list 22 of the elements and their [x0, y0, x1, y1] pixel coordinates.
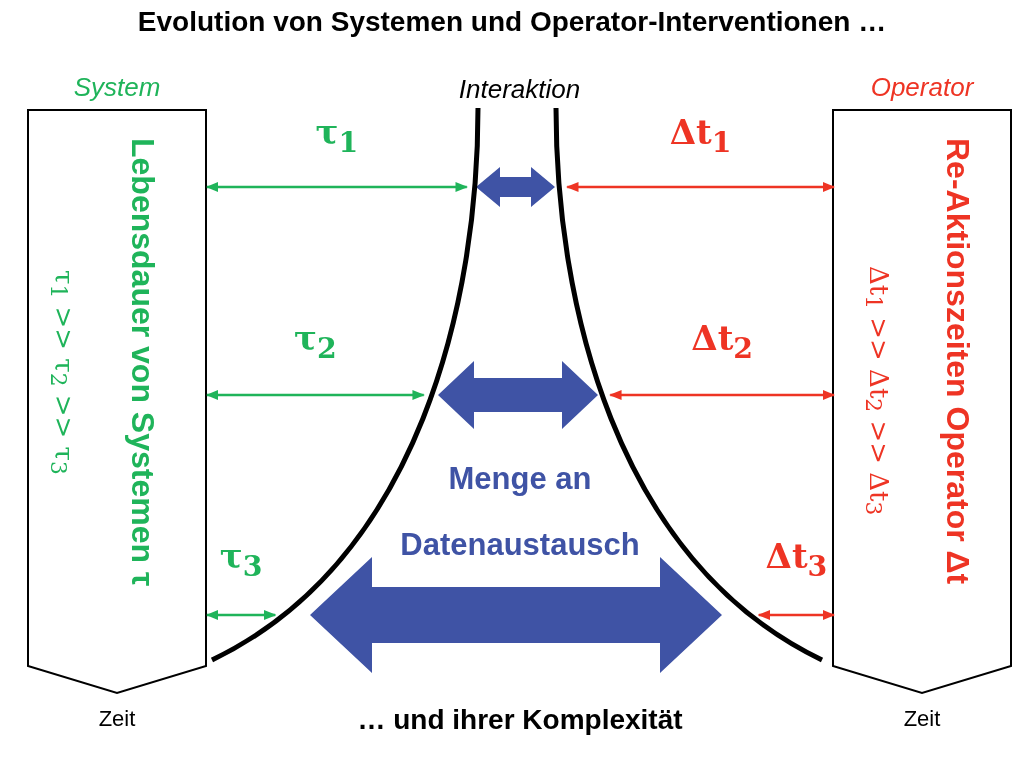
- edge-label: τ$_{1}$: [314, 111, 360, 161]
- heading: Operator: [869, 72, 976, 103]
- annotation-text: Menge an Datenaustausch: [399, 460, 641, 564]
- edge-label: Δt$_{3}$: [764, 535, 829, 585]
- double-arrow: [609, 390, 836, 400]
- double-arrow: [205, 182, 468, 192]
- double-arrow: [205, 610, 277, 620]
- double-arrow: [757, 610, 836, 620]
- heading: System: [72, 72, 162, 103]
- double-arrow: [566, 182, 836, 192]
- heading: Interaktion: [457, 74, 582, 105]
- vertical-title: Lebensdauer von Systemen τ: [124, 138, 161, 587]
- vertical-title: Re-Aktionszeiten Operator Δt: [939, 138, 976, 585]
- caption: … und ihrer Komplexität: [356, 704, 684, 736]
- title: Evolution von Systemen und Operator-Interventionen …: [136, 6, 888, 38]
- time-label: Zeit: [902, 706, 942, 732]
- time-label: Zeit: [97, 706, 137, 732]
- double-arrow: [205, 390, 425, 400]
- edge-label: Δt$_{1}$: [668, 111, 733, 161]
- edge-label: τ$_{2}$: [293, 317, 338, 367]
- edge-label: Δt$_{2}$: [690, 317, 755, 367]
- edge-label: τ$_{3}$: [218, 535, 264, 585]
